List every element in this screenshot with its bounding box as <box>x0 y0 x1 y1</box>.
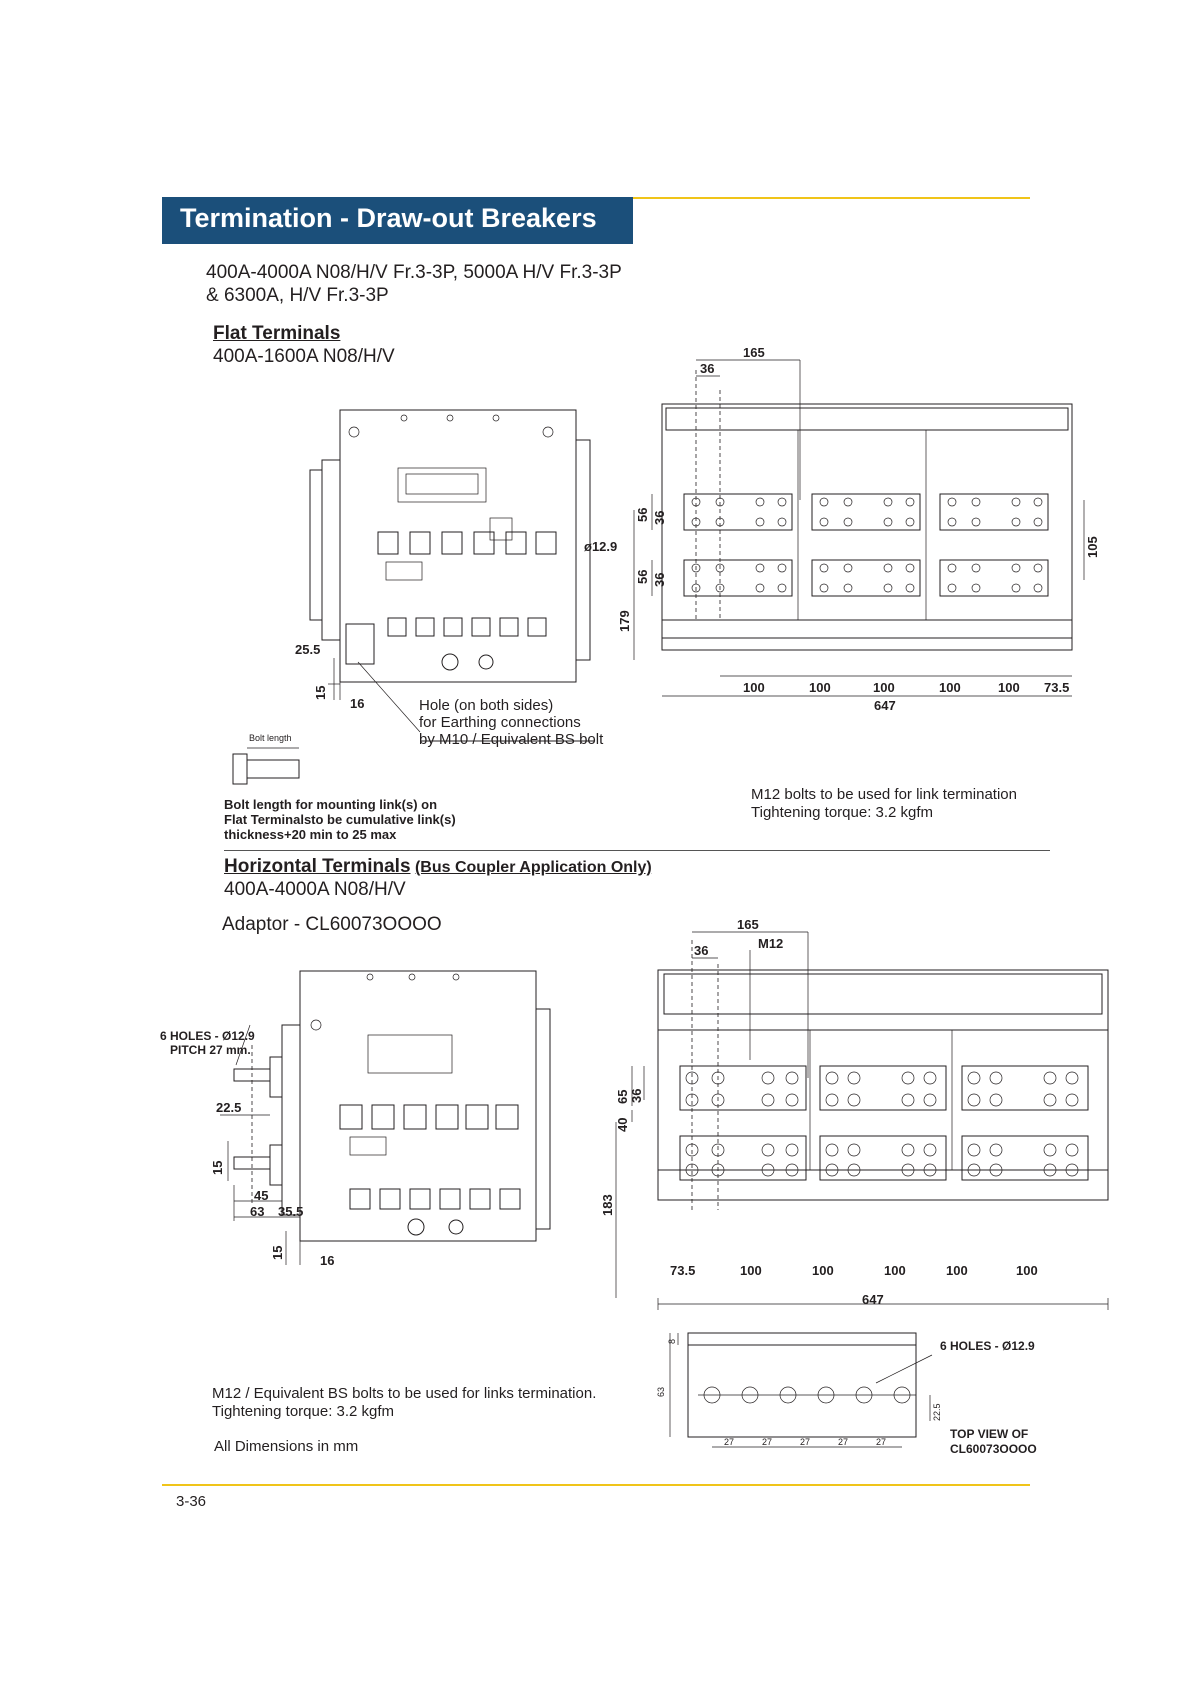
hole-note-underline <box>420 740 594 742</box>
bolt-note-line-1: Bolt length for mounting link(s) on <box>224 797 438 812</box>
h-front-spacing-3: 100 <box>812 1263 834 1278</box>
top-view-dim-63: 63 <box>656 1387 666 1397</box>
top-view-pitch-2: 27 <box>762 1437 772 1447</box>
dimensions-note: All Dimensions in mm <box>214 1438 359 1455</box>
header-band <box>162 197 633 244</box>
h-front-spacing-4: 100 <box>884 1263 906 1278</box>
bolt-note-line-2: Flat Terminalsto be cumulative link(s) <box>224 812 456 827</box>
top-view-pitch-1: 27 <box>724 1437 734 1447</box>
bolt-length-label: Bolt length <box>249 733 292 743</box>
flat-side-dim-2: 15 <box>313 686 328 700</box>
bolt-note-line-3: thickness+20 min to 25 max <box>224 827 397 842</box>
horizontal-side-view-drawing: 22.5 15 45 63 35.5 15 16 <box>210 970 551 1268</box>
flat-front-dim-165: 165 <box>743 345 765 360</box>
horizontal-terminals-title-row: Horizontal Terminals (Bus Coupler Applic… <box>224 856 652 878</box>
flat-front-dim-hole: ø12.9 <box>584 539 617 554</box>
flat-front-dim-36a: 36 <box>652 511 667 525</box>
flat-front-dim-56a: 56 <box>635 508 650 522</box>
hole-note-line-1: Hole (on both sides) <box>419 697 554 714</box>
flat-side-view-drawing: 25.5 15 16 <box>295 409 591 733</box>
bolt-note: Bolt length for mounting link(s) on Flat… <box>224 797 456 842</box>
flat-front-dim-105: 105 <box>1085 536 1100 558</box>
flat-front-spacing-4: 100 <box>939 680 961 695</box>
h-side-dim-7: 16 <box>320 1253 334 1268</box>
link-note: M12 bolts to be used for link terminatio… <box>751 786 1017 822</box>
h-front-dim-40: 40 <box>615 1118 630 1132</box>
flat-front-spacing-2: 100 <box>809 680 831 695</box>
top-view-title-line-2: CL60073OOOO <box>950 1442 1037 1456</box>
link-note-line-1: M12 bolts to be used for link terminatio… <box>751 786 1017 803</box>
h-front-spacing-6: 100 <box>1016 1263 1038 1278</box>
flat-front-total: 647 <box>874 698 896 713</box>
h-front-dim-m12: M12 <box>758 936 783 951</box>
flat-side-dim-1: 25.5 <box>295 642 320 657</box>
hole-note: Hole (on both sides) for Earthing connec… <box>419 697 603 748</box>
top-view-pitch-3: 27 <box>800 1437 810 1447</box>
header-rule <box>633 197 1030 199</box>
h-front-dim-165: 165 <box>737 917 759 932</box>
top-view-title: TOP VIEW OF CL60073OOOO <box>950 1427 1037 1457</box>
top-view-title-line-1: TOP VIEW OF <box>950 1427 1029 1441</box>
h-front-total: 647 <box>862 1292 884 1307</box>
side-holes-label: 6 HOLES - Ø12.9 PITCH 27 mm. <box>160 1029 255 1057</box>
flat-front-spacing-3: 100 <box>873 680 895 695</box>
flat-terminals-heading: Flat Terminals <box>213 323 341 344</box>
h-side-dim-5: 35.5 <box>278 1204 303 1219</box>
h-front-dim-183: 183 <box>600 1194 615 1216</box>
h-front-spacing-5: 100 <box>946 1263 968 1278</box>
section-divider <box>224 850 1050 851</box>
bolt-icon <box>232 747 300 785</box>
top-view-holes-label: 6 HOLES - Ø12.9 <box>940 1339 1035 1353</box>
horizontal-front-view-drawing: 165 M12 36 65 36 40 183 73.5 100 100 100… <box>600 917 1109 1310</box>
flat-front-dim-36b: 36 <box>652 573 667 587</box>
h-side-dim-2: 15 <box>210 1161 225 1175</box>
intro-line-2: & 6300A, H/V Fr.3-3P <box>206 285 389 306</box>
top-view-dim-22-5: 22.5 <box>932 1403 942 1421</box>
link-note-line-2: Tightening torque: 3.2 kgfm <box>751 804 934 821</box>
top-view-pitch-4: 27 <box>838 1437 848 1447</box>
h-side-dim-1: 22.5 <box>216 1100 241 1115</box>
horizontal-bolt-note: M12 / Equivalent BS bolts to be used for… <box>212 1385 596 1421</box>
top-view-dim-8: 8 <box>667 1339 677 1344</box>
h-front-spacing-2: 100 <box>740 1263 762 1278</box>
h-side-dim-3: 45 <box>254 1188 268 1203</box>
side-holes-line-1: 6 HOLES - Ø12.9 <box>160 1029 255 1043</box>
adaptor-top-view-drawing: 63 8 22.5 27 27 27 27 27 <box>656 1332 942 1448</box>
h-front-dim-36: 36 <box>694 943 708 958</box>
flat-terminals-range: 400A-1600A N08/H/V <box>213 346 395 367</box>
page-number: 3-36 <box>176 1493 207 1510</box>
footer-rule <box>162 1484 1030 1486</box>
top-view-pitch-5: 27 <box>876 1437 886 1447</box>
flat-front-dim-56b: 56 <box>635 570 650 584</box>
flat-side-dim-3: 16 <box>350 696 364 711</box>
h-front-dim-36v: 36 <box>629 1089 644 1103</box>
page-title: Termination - Draw-out Breakers <box>180 203 597 233</box>
horizontal-terminals-heading: Horizontal Terminals <box>224 856 411 877</box>
side-holes-line-2: PITCH 27 mm. <box>170 1043 251 1057</box>
horizontal-bolt-note-line-2: Tightening torque: 3.2 kgfm <box>212 1403 395 1420</box>
h-side-dim-4: 63 <box>250 1204 264 1219</box>
horizontal-bolt-note-line-1: M12 / Equivalent BS bolts to be used for… <box>212 1385 597 1402</box>
flat-front-dim-36: 36 <box>700 361 714 376</box>
adaptor-label: Adaptor - CL60073OOOO <box>222 914 442 935</box>
horizontal-terminals-range: 400A-4000A N08/H/V <box>224 879 406 900</box>
horizontal-terminals-subheading: (Bus Coupler Application Only) <box>414 859 652 876</box>
intro-line-1: 400A-4000A N08/H/V Fr.3-3P, 5000A H/V Fr… <box>206 262 622 283</box>
flat-front-dim-179: 179 <box>617 610 632 632</box>
hole-note-line-2: for Earthing connections <box>419 714 581 731</box>
hole-note-line-3: by M10 / Equivalent BS bolt <box>419 731 604 748</box>
h-front-dim-65: 65 <box>615 1090 630 1104</box>
h-side-dim-6: 15 <box>270 1246 285 1260</box>
flat-front-spacing-6: 73.5 <box>1044 680 1069 695</box>
flat-front-view-drawing: 165 36 ø12.9 56 36 56 36 179 105 100 100… <box>584 345 1100 713</box>
flat-front-spacing-5: 100 <box>998 680 1020 695</box>
h-front-spacing-1: 73.5 <box>670 1263 695 1278</box>
flat-front-spacing-1: 100 <box>743 680 765 695</box>
